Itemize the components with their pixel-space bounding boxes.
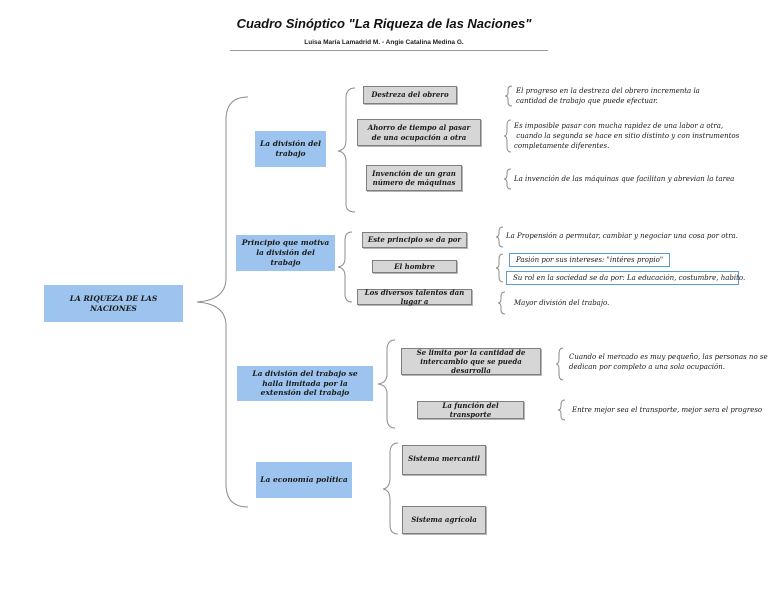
title-underline: [230, 50, 548, 51]
note-se-limita: Cuando el mercado es muy pequeño, las pe…: [569, 352, 768, 372]
branch-principio: Principio que motiva la división del tra…: [236, 235, 335, 271]
item-invencion: Invención de un gran número de máquinas: [366, 165, 462, 191]
note-destreza: El progreso en la destreza del obrero in…: [516, 86, 700, 106]
item-funcion-transporte: La función del transporte: [417, 401, 524, 419]
item-diversos-talentos: Los diversos talentos dan lugar a: [357, 288, 472, 306]
note-line: El progreso en la destreza del obrero in…: [516, 87, 700, 95]
note-ahorro: Es imposible pasar con mucha rapidez de …: [514, 121, 739, 151]
branch-division-del-trabajo: La división del trabajo: [255, 131, 326, 167]
item-se-limita: Se limita por la cantidad de intercambio…: [401, 348, 541, 375]
note-brace-2: [503, 119, 512, 153]
item-sistema-agricola: Sistema agrícola: [402, 506, 486, 534]
note-line: La Propensión a permutar, cambiar y nego…: [506, 232, 738, 240]
note-diversos-talentos: Mayor división del trabajo.: [514, 298, 609, 308]
note-transporte: Entre mejor sea el transporte, mejor ser…: [572, 405, 762, 415]
note-line: Cuando el mercado es muy pequeño, las pe…: [569, 353, 768, 361]
brace-limitada: [377, 339, 396, 429]
item-el-hombre: El hombre: [372, 260, 457, 273]
note-brace-1: [504, 85, 513, 107]
brace-economia: [382, 442, 399, 535]
main-brace: [196, 96, 249, 508]
page-title: Cuadro Sinóptico "La Riqueza de las Naci…: [236, 16, 532, 31]
branch-economia-politica: La economía política: [256, 462, 352, 498]
note-brace-5: [495, 253, 504, 283]
note-brace-4: [495, 226, 504, 248]
note-line: Es imposible pasar con mucha rapidez de …: [514, 122, 724, 130]
note-line: dedican por completo a una sola ocupació…: [569, 363, 725, 372]
note-line: cuando la segunda se hace en sitio disti…: [514, 132, 740, 141]
note-line: Entre mejor sea el transporte, mejor ser…: [572, 406, 763, 414]
note-este-principio: La Propensión a permutar, cambiar y nego…: [506, 231, 738, 241]
item-ahorro-tiempo: Ahorro de tiempo al pasar de una ocupaci…: [357, 119, 481, 146]
note-line: completamente diferentes.: [514, 142, 610, 151]
branch-limitada: La división del trabajo se halla limitad…: [237, 366, 373, 401]
note-brace-7: [555, 347, 564, 381]
note-invencion: La invención de las máquinas que facilit…: [514, 174, 734, 184]
note-line: Mayor división del trabajo.: [514, 299, 610, 307]
brace-division: [337, 87, 356, 213]
authors-line: Luisa María Lamadrid M. - Angie Catalina…: [304, 39, 464, 46]
note-line: cantidad de trabajo que puede efectuar.: [516, 97, 658, 106]
brace-principio: [337, 231, 353, 303]
note-pasion-intereses: Pasión por sus intereses: "intéres propi…: [509, 253, 671, 268]
item-sistema-mercantil: Sistema mercantil: [402, 445, 486, 475]
note-rol-sociedad: Su rol en la sociedad se da por: La educ…: [506, 271, 745, 286]
item-este-principio: Este principio se da por: [362, 232, 467, 248]
item-destreza: Destreza del obrero: [363, 86, 457, 104]
root-node: LA RIQUEZA DE LAS NACIONES: [44, 285, 183, 322]
note-line: La invención de las máquinas que facilit…: [514, 175, 735, 183]
note-brace-8: [557, 399, 566, 421]
note-brace-6: [497, 291, 506, 315]
note-brace-3: [503, 168, 512, 190]
